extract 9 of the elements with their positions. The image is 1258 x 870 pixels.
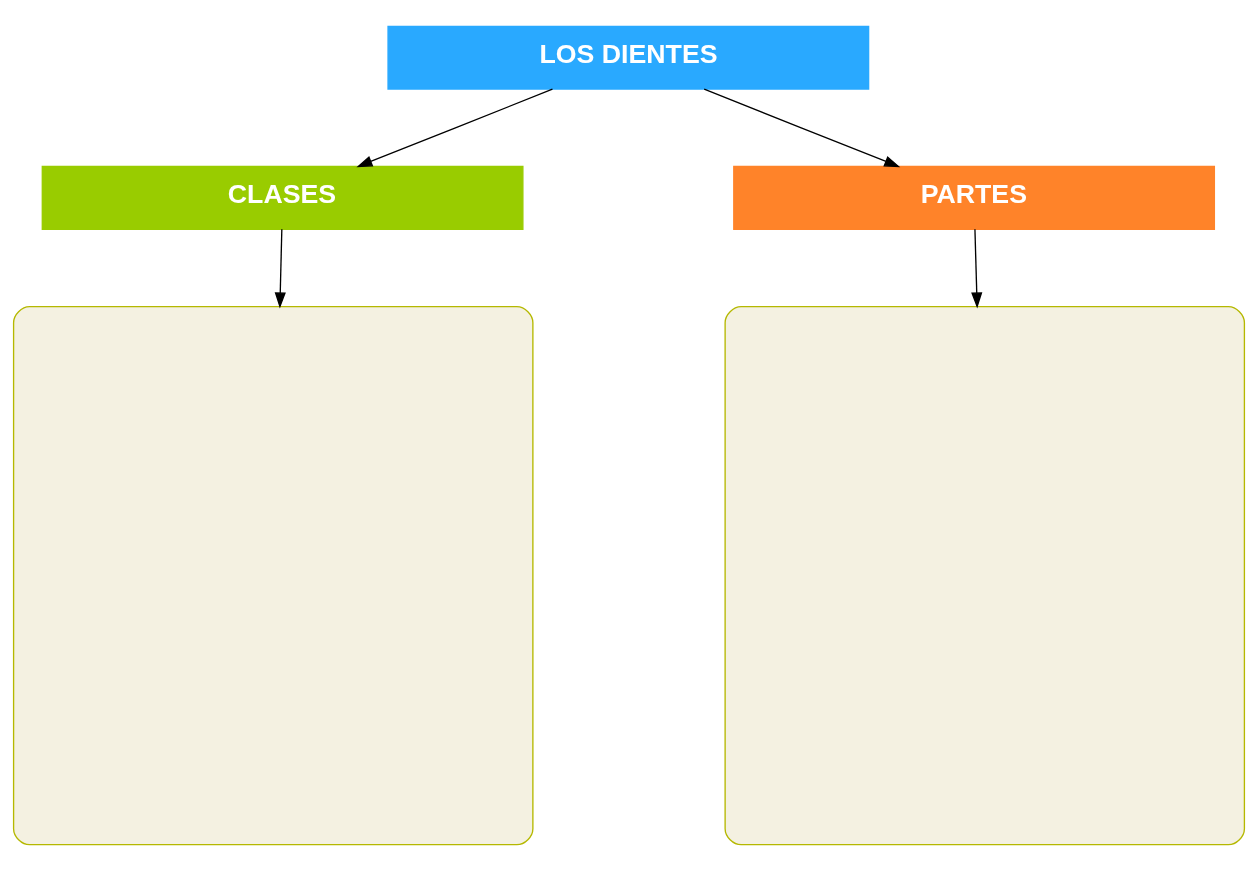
arrow bbox=[356, 88, 554, 167]
arrow bbox=[274, 228, 286, 308]
node-box bbox=[724, 305, 1246, 845]
node-box: LOS DIENTES bbox=[387, 25, 870, 90]
node-box: PARTES bbox=[733, 165, 1216, 230]
node-box bbox=[12, 305, 534, 845]
arrow bbox=[971, 228, 983, 308]
arrow bbox=[703, 88, 901, 167]
node-box: CLASES bbox=[41, 165, 524, 230]
